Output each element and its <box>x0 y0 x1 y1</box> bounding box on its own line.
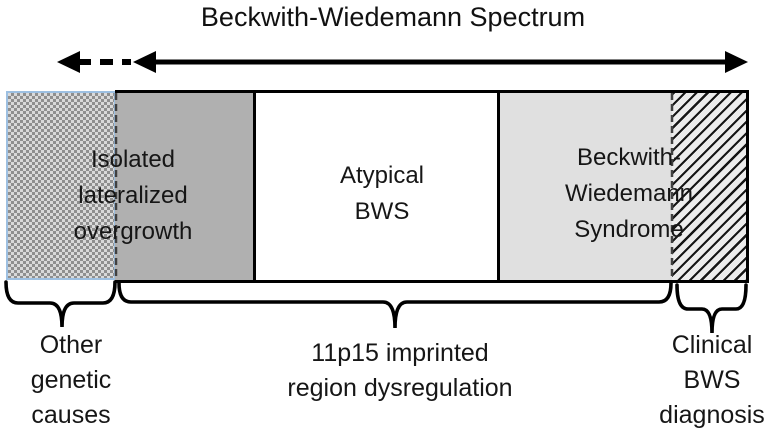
solid-arrow-left-head-icon <box>133 51 156 73</box>
dashed-arrow <box>57 51 131 73</box>
dashed-arrow-head-icon <box>57 51 80 73</box>
11p15-imprinted-region-dysregulation-label: 11p15 imprinted region dysregulation <box>287 339 513 402</box>
diagram-title: Beckwith-Wiedemann Spectrum <box>200 2 586 32</box>
beckwith-wiedemann-syndrome-label: Beckwith- Wiedemann Syndrome <box>564 144 694 243</box>
section-clinical-bws-diagnosis <box>672 93 746 280</box>
section-other-genetic-causes <box>6 91 116 280</box>
brace-other-genetic-causes <box>4 280 117 328</box>
solid-double-arrow <box>133 51 748 73</box>
solid-arrow-right-head-icon <box>725 51 748 73</box>
spectrum-bar <box>115 90 749 283</box>
clinical-bws-diagnosis-label: Clinical BWS diagnosis <box>659 331 765 429</box>
section-beckwith-wiedemann-syndrome <box>500 93 672 280</box>
atypical-bws-label: Atypical BWS <box>339 162 425 225</box>
section-atypical-bws <box>253 93 500 280</box>
section-isolated-lateralized-overgrowth <box>115 93 253 280</box>
other-genetic-causes-label: Other genetic causes <box>30 331 112 429</box>
isolated-lateralized-overgrowth-label: Isolated lateralized overgrowth <box>73 146 193 245</box>
brace-clinical-bws <box>675 283 748 334</box>
brace-11p15-region <box>117 281 673 329</box>
